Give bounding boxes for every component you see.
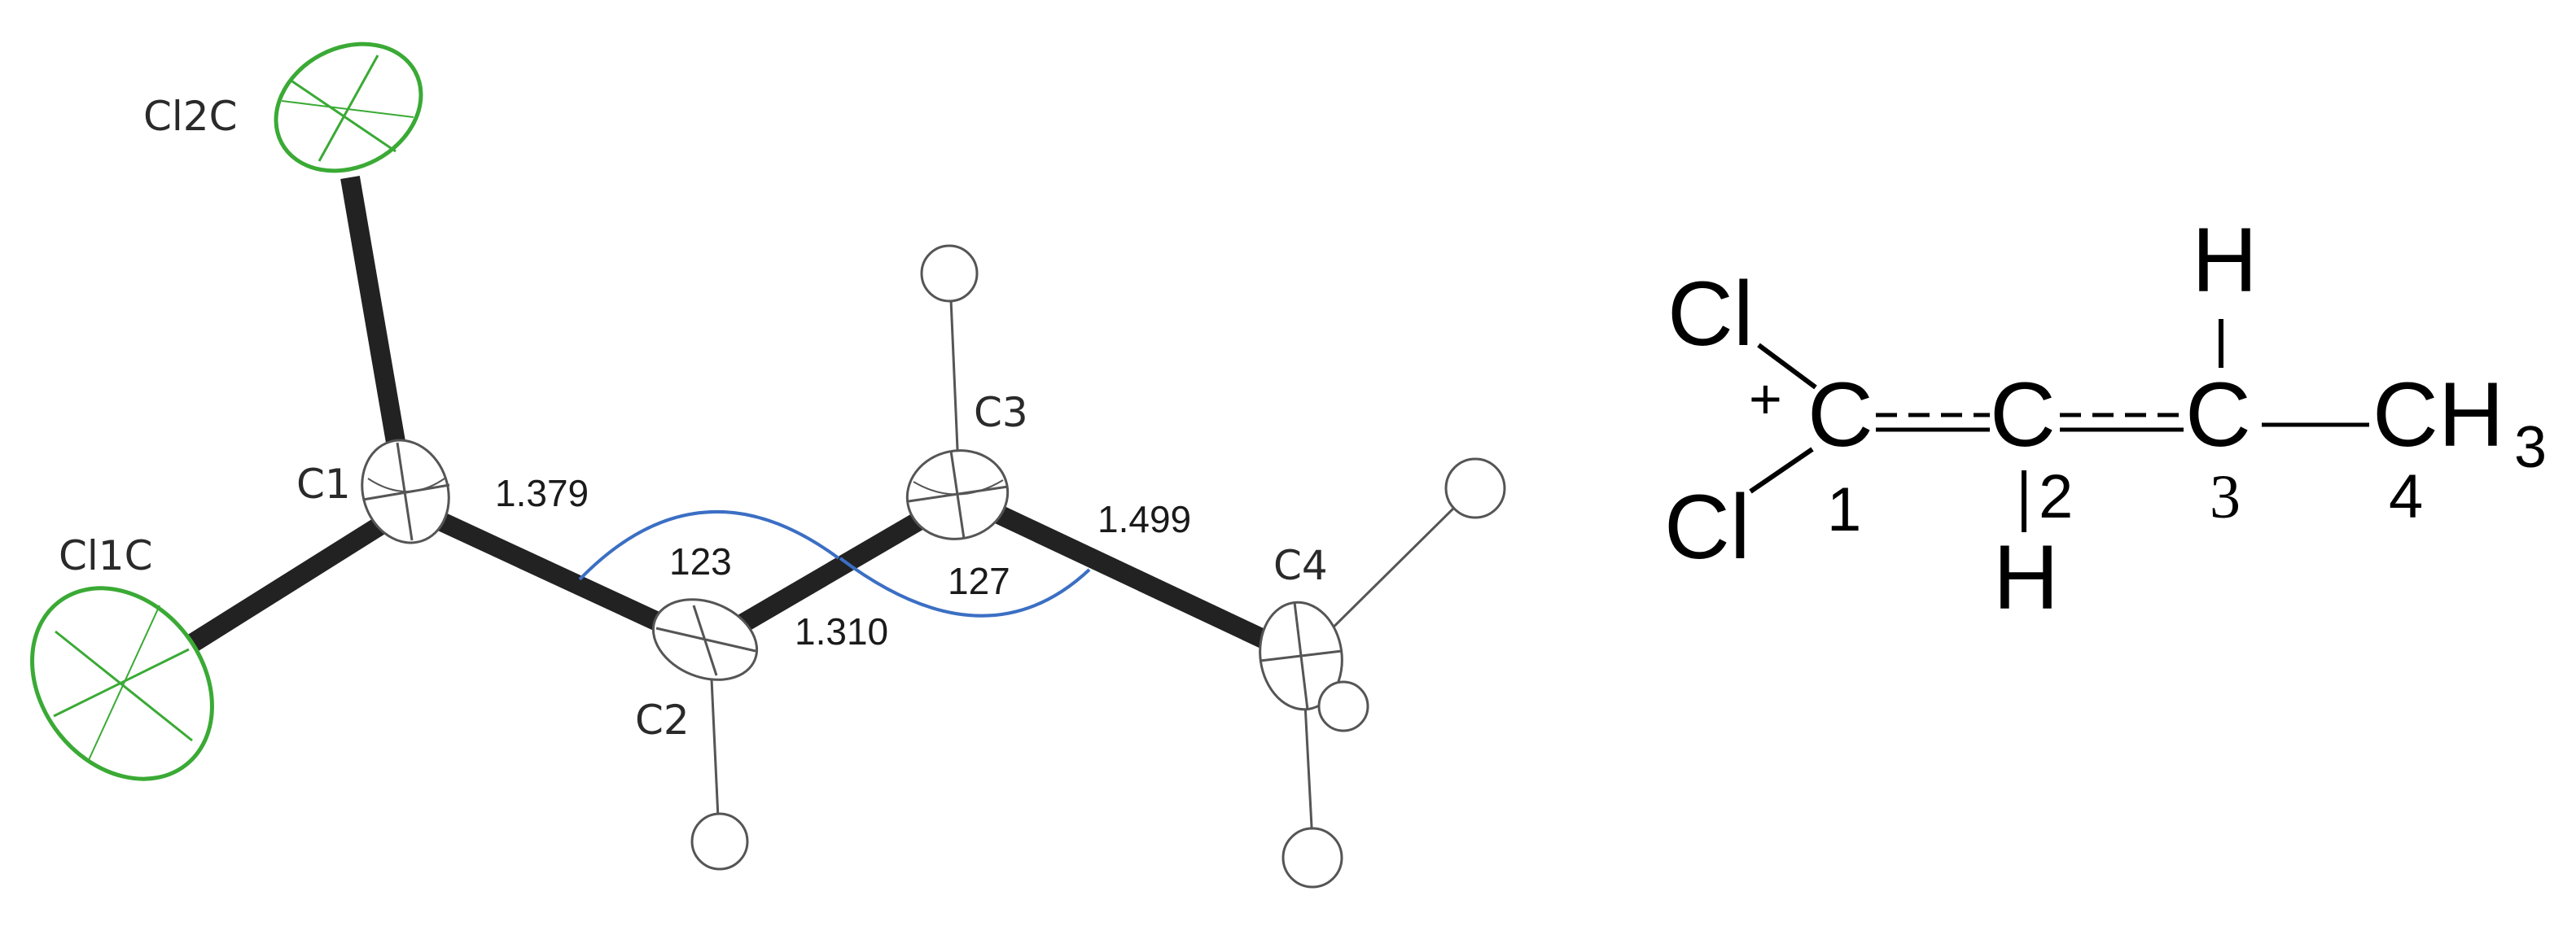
formula-cl-bottom: Cl [1664, 476, 1750, 578]
angle-arcs [578, 509, 1091, 618]
formula-ch: CH [2372, 364, 2504, 465]
formula-bond-cltop-c1 [1757, 343, 1817, 390]
atom-label-cl1c: Cl1C [59, 532, 153, 579]
ortep-diagram: Cl2C Cl1C C1 C2 C3 C4 1.379 1.310 1.499 … [30, 42, 1506, 889]
angle-label-127: 127 [948, 560, 1010, 602]
angle-label-123: 123 [669, 540, 732, 583]
hydrogen-atoms [690, 244, 1506, 889]
formula-c1: C [1807, 364, 1873, 465]
formula-num-2: 2 [2039, 462, 2073, 531]
bond-c1-cl1c [172, 504, 406, 662]
h4c-atom [1281, 827, 1343, 889]
formula-num-4: 4 [2389, 462, 2423, 531]
formula-h-bottom: H [1993, 526, 2059, 628]
formula-cl-top: Cl [1667, 263, 1754, 365]
formula-charge: + [1749, 367, 1782, 430]
h3-atom [920, 244, 979, 303]
formula-c3: C [2185, 364, 2251, 465]
atom-label-c2: C2 [635, 697, 690, 744]
cl2c-ellipsoid [274, 42, 423, 173]
c3-ellipsoid [905, 449, 1010, 540]
formula-ch3: CH [2372, 364, 2504, 465]
h4a-atom [1444, 457, 1506, 519]
atom-label-c3: C3 [974, 389, 1028, 436]
bond-length-c2-c3: 1.310 [795, 610, 888, 653]
structural-formula: Cl Cl + C C C H H CH 3 1 2 3 4 [1664, 209, 2547, 628]
bond-c3-c4 [956, 487, 1308, 666]
cl1c-ellipsoid [30, 586, 214, 781]
bond-length-c3-c4: 1.499 [1097, 498, 1191, 540]
formula-num-1: 1 [1827, 475, 1861, 544]
c4-ellipsoid [1259, 601, 1343, 711]
c2-ellipsoid [651, 598, 759, 681]
angle-arc-127 [839, 557, 1091, 618]
atom-label-c4: C4 [1273, 542, 1328, 589]
atom-label-c1: C1 [296, 461, 351, 508]
c1-ellipsoid [361, 439, 450, 544]
heavy-bonds [172, 175, 1308, 666]
formula-h-top: H [2192, 209, 2258, 311]
formula-bond-clbot-c1 [1749, 447, 1814, 494]
formula-ch3-subscript: 3 [2514, 415, 2547, 480]
formula-c2: C [1990, 364, 2056, 465]
bond-c1-cl2c [340, 175, 410, 473]
atom-label-cl2c: Cl2C [143, 93, 238, 140]
angle-arc-123 [578, 509, 840, 581]
bond-length-c1-c2: 1.379 [495, 472, 589, 514]
h4b-atom [1317, 680, 1369, 732]
formula-num-3: 3 [2210, 463, 2241, 531]
h2-atom [690, 812, 749, 871]
